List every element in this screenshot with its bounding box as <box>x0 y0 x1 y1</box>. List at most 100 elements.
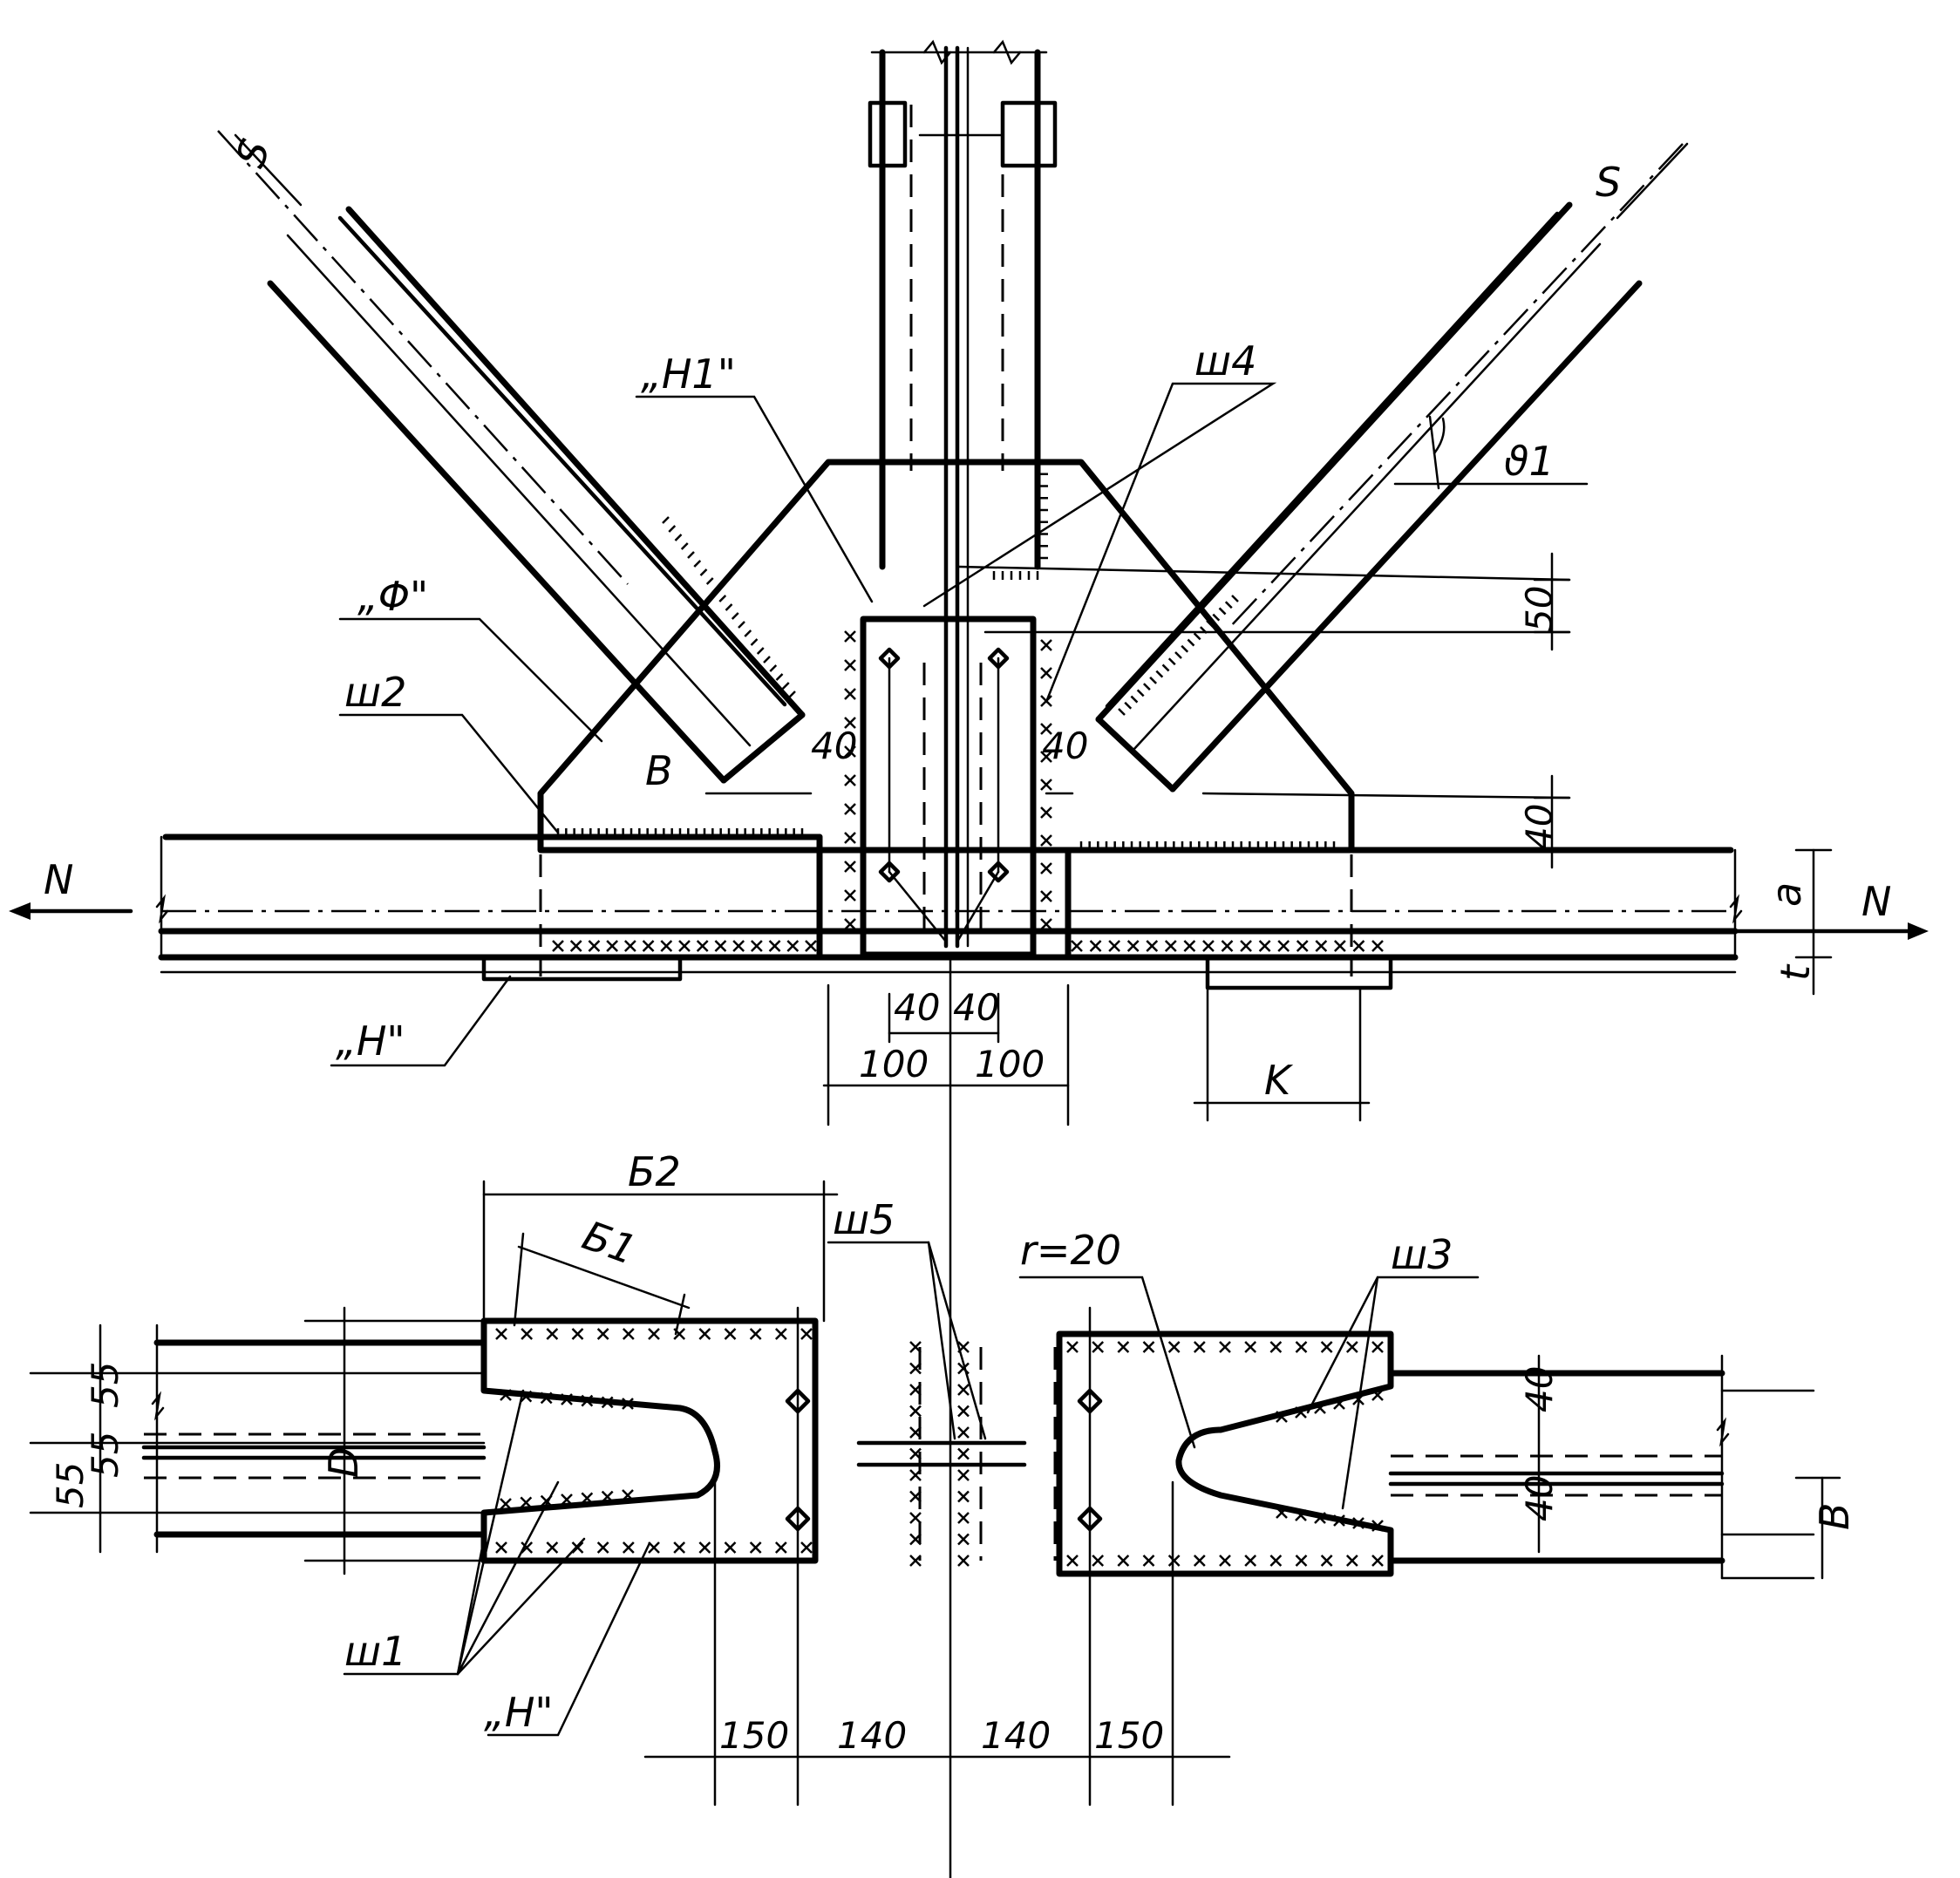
weld-cross <box>909 1469 922 1481</box>
weld-tick <box>1181 644 1189 653</box>
weld-tick <box>705 577 714 585</box>
dim-50: 50 <box>1518 586 1561 632</box>
label-s-left: S <box>227 133 280 174</box>
weld-tick <box>1118 708 1126 716</box>
weld-cross <box>749 1541 762 1554</box>
left-diagonal <box>217 130 806 784</box>
weld-tick <box>769 664 778 672</box>
weld-cross <box>957 1512 970 1524</box>
label-r20: r=20 <box>1020 1227 1121 1274</box>
weld-cross <box>648 1541 660 1554</box>
weld-cross <box>732 940 745 952</box>
weld-cross <box>749 1328 762 1340</box>
weld-cross <box>1142 1341 1155 1353</box>
weld-tick <box>1174 651 1182 659</box>
dim-40-gusset-right: 40 <box>1042 725 1088 767</box>
weld-tick <box>756 647 765 655</box>
weld-tick <box>1155 670 1164 678</box>
weld-cross <box>1126 940 1140 952</box>
weld-tick <box>1187 638 1195 647</box>
weld-cross <box>698 1541 711 1554</box>
weld-cross <box>1071 940 1083 952</box>
leaders-elevation <box>234 133 1689 1067</box>
weld-tick <box>718 595 727 602</box>
label-t: t <box>1772 963 1819 981</box>
weld-cross <box>1240 940 1252 952</box>
weld-tick <box>699 568 708 576</box>
weld-cross <box>596 1328 609 1340</box>
weld-cross <box>1277 940 1290 952</box>
weld-cross <box>768 940 781 952</box>
weld-cross <box>805 940 817 952</box>
label-sh2: ш2 <box>344 669 406 716</box>
dim-55-a: 55 <box>84 1362 126 1408</box>
dim-55-c: 55 <box>49 1462 92 1508</box>
weld-cross <box>1040 806 1052 819</box>
weld-cross <box>623 940 636 952</box>
weld-cross <box>1333 1514 1345 1527</box>
weld-cross <box>1333 1398 1345 1410</box>
weld-cross <box>1221 940 1234 952</box>
weld-cross <box>1202 940 1215 952</box>
dimensions-elevation <box>9 552 1929 1878</box>
weld-cross <box>844 659 856 671</box>
weld-tick <box>788 691 796 698</box>
dim-150-b: 150 <box>1094 1714 1164 1757</box>
weld-tick <box>775 673 784 681</box>
weld-cross <box>601 1490 614 1503</box>
weld-cross <box>1244 1555 1257 1567</box>
weld-cross <box>1040 862 1052 874</box>
right-overlap-plate <box>1056 1330 1394 1577</box>
weld-cross <box>844 861 856 873</box>
label-h1: „H1" <box>641 350 736 398</box>
weld-cross <box>696 940 709 952</box>
label-a: a <box>1763 882 1810 907</box>
weld-cross <box>844 918 856 930</box>
label-sh1: ш1 <box>344 1628 406 1675</box>
weld-cross <box>698 1328 711 1340</box>
label-n-right: N <box>1861 878 1891 925</box>
weld-cross <box>561 1393 573 1405</box>
label-n-left: N <box>44 856 73 903</box>
weld-tick <box>750 638 759 646</box>
weld-tick <box>662 516 670 524</box>
label-h-lower: „H" <box>484 1689 554 1736</box>
weld-cross <box>957 1469 970 1481</box>
weld-cross <box>622 1328 635 1340</box>
weld-cross <box>1164 940 1177 952</box>
weld-cross <box>1167 1555 1181 1567</box>
weld-tick <box>1149 677 1157 684</box>
left-overlap-plate <box>480 1317 819 1564</box>
weld-marks-elevation <box>552 460 1384 952</box>
weld-cross <box>957 1555 970 1567</box>
weld-cross <box>844 889 856 902</box>
weld-cross <box>1371 940 1384 952</box>
weld-tick <box>712 586 720 594</box>
weld-cross <box>660 940 673 952</box>
weld-cross <box>500 1389 512 1401</box>
weld-cross <box>1089 940 1102 952</box>
central-splice-plate <box>860 616 1037 958</box>
weld-tick <box>1124 701 1133 710</box>
weld-cross <box>714 940 727 952</box>
elevation-view: S S „H1" ш4 ϑ1 „Φ" ш2 В N N „H" K a t 50… <box>9 39 1929 1878</box>
label-b1: Б1 <box>576 1212 643 1275</box>
weld-cross <box>957 1426 970 1439</box>
dim-100-b: 100 <box>975 1043 1045 1085</box>
weld-cross <box>1371 1520 1384 1532</box>
weld-tick <box>687 551 695 559</box>
dimensions-plan <box>29 1180 1841 1807</box>
dim-40-plan-top: 40 <box>1518 1366 1561 1412</box>
plan-view: Б2 Б1 ш5 r=20 ш3 ш1 „H" D В 55 55 55 40 … <box>29 1148 1858 1807</box>
weld-cross <box>844 832 856 844</box>
weld-cross <box>1092 1341 1105 1353</box>
weld-cross <box>1193 1341 1206 1353</box>
label-theta1: ϑ1 <box>1504 438 1555 485</box>
label-h-upper: „H" <box>336 1017 405 1065</box>
weld-tick <box>731 612 739 620</box>
weld-cross <box>561 1494 573 1506</box>
dim-40-gusset-left: 40 <box>811 725 857 767</box>
weld-cross <box>1146 940 1159 952</box>
weld-cross <box>678 940 691 952</box>
weld-cross <box>1244 1341 1257 1353</box>
